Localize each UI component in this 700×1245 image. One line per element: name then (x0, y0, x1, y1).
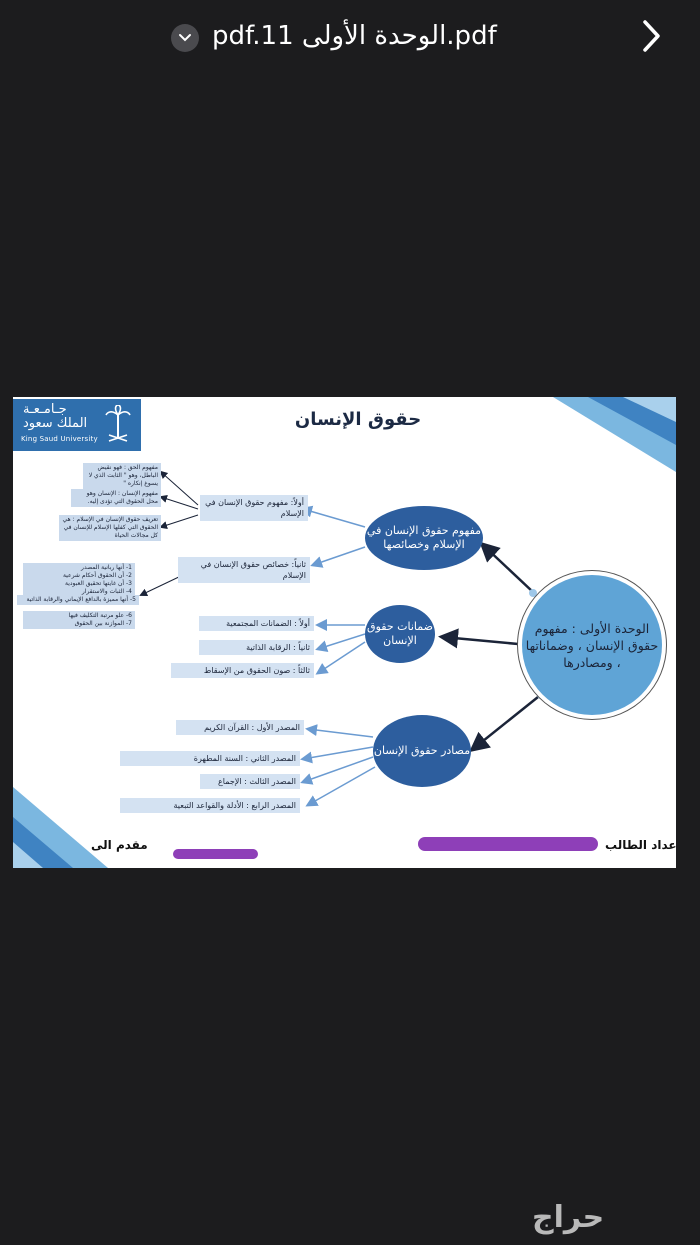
definition-item: مفهوم الإنسان : الإنسان وهو محل الحقوق ا… (71, 489, 161, 507)
source-item: المصدر الرابع : الأدلة والقواعد التبعية (120, 798, 300, 813)
logo-arabic-line1: جـامـعـة (23, 402, 67, 417)
presented-to-label: مقدم الى (91, 838, 148, 852)
slide-title: حقوق الإنسان (294, 409, 422, 430)
characteristic-item: 4- الثبات والاستقرار (23, 587, 135, 597)
slide-image: جـامـعـة الملك سعود King Saud University… (13, 397, 676, 868)
prepared-by-label: إعداد الطالب (605, 838, 676, 852)
chevron-down-icon (179, 34, 191, 42)
chevron-right-icon (643, 20, 660, 52)
guarantee-item: أولاً : الضمانات المجتمعية (199, 616, 314, 631)
mindmap-connectors (139, 470, 545, 807)
definition-item: تعريف حقوق الإنسان في الإسلام : هي الحقو… (59, 515, 161, 541)
sources-circle: مصادر حقوق الإنسان (373, 715, 471, 787)
characteristic-item: 7- الموازنة بين الحقوق (23, 619, 135, 629)
guarantee-item: ثالثاً : صون الحقوق من الإسقاط (171, 663, 314, 678)
guarantee-item: ثانياً : الرقابة الذاتية (199, 640, 314, 655)
watermark-logo: حراج (532, 1200, 605, 1235)
characteristic-item: 1- أنها ربانية المصدر (23, 563, 135, 573)
university-logo: جـامـعـة الملك سعود King Saud University (13, 399, 141, 451)
logo-arabic-line2: الملك سعود (23, 416, 88, 431)
source-item: المصدر الثالث : الإجماع (200, 774, 300, 789)
logo-english: King Saud University (21, 435, 98, 443)
top-bar: pdf.الوحدة الأولى 11.pdf (0, 0, 700, 72)
source-item: المصدر الأول : القرآن الكريم (176, 720, 304, 735)
characteristic-item: 6- علو مرتبة التكليف فيها (23, 611, 135, 621)
guarantees-circle: ضمانات حقوق الإنسان (365, 605, 435, 663)
redaction-scribble (418, 837, 598, 851)
document-title[interactable]: pdf.الوحدة الأولى 11.pdf (212, 21, 497, 51)
palm-emblem-icon (105, 405, 131, 442)
forward-button[interactable] (636, 18, 666, 54)
slide-decoration (13, 397, 676, 868)
main-topic-circle: الوحدة الأولى : مفهوم حقوق الإنسان ، وضم… (522, 575, 662, 715)
concept-circle: مفهوم حقوق الإنسان في الإسلام وخصائصها (365, 506, 483, 570)
characteristic-item: 5- أنها مميزة بالدافع الإيماني والرقابة … (17, 595, 139, 605)
concept-box: أولاً: مفهوم حقوق الإنسان في الإسلام (200, 495, 308, 521)
characteristic-item: 3- أن غايتها تحقيق العبودية (23, 579, 135, 589)
characteristic-item: 2- أن الحقوق أحكام شرعية (23, 571, 135, 581)
definition-item: مفهوم الحق : فهو نقيض الباطل، وهو " الثا… (83, 463, 161, 489)
redaction-scribble (173, 849, 258, 859)
source-item: المصدر الثاني : السنة المطهرة (120, 751, 300, 766)
characteristics-box: ثانياً: خصائص حقوق الإنسان في الإسلام (178, 557, 310, 583)
document-menu-button[interactable] (171, 24, 199, 52)
